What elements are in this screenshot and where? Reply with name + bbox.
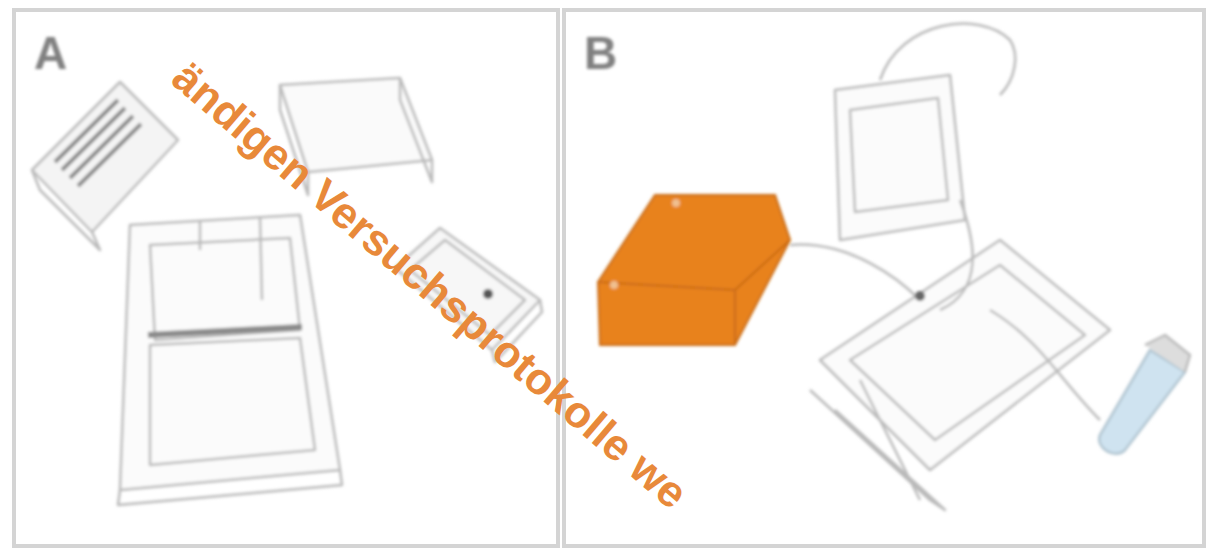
gel-chamber bbox=[118, 215, 342, 505]
panel-letter: A bbox=[34, 26, 67, 80]
panel-frame: A bbox=[12, 8, 560, 548]
gel-comb bbox=[32, 82, 178, 250]
electrophoresis-unit bbox=[790, 200, 1110, 510]
orange-box bbox=[598, 195, 790, 345]
panel-letter: B bbox=[584, 26, 617, 80]
power-supply bbox=[835, 24, 1015, 240]
sample-tube bbox=[1099, 335, 1190, 454]
